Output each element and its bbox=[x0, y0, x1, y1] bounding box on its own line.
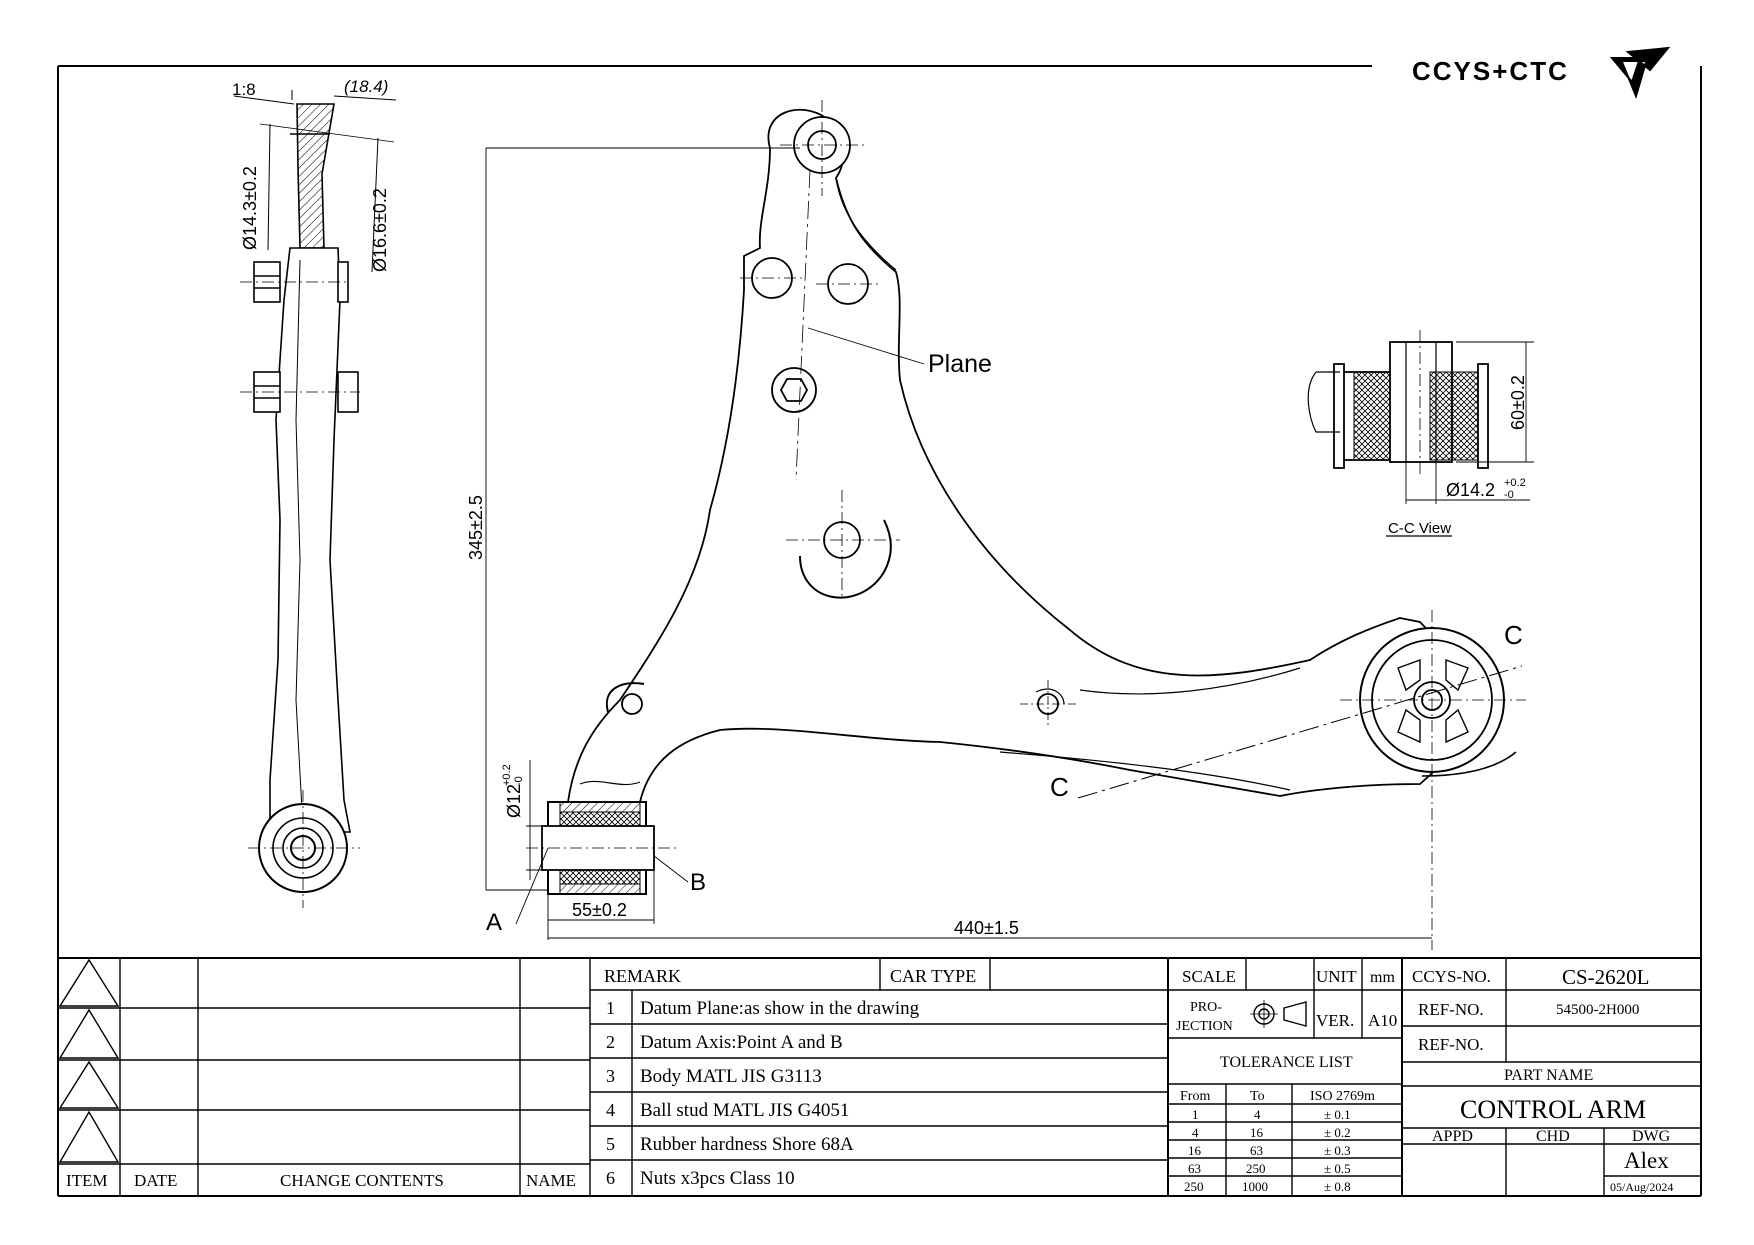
tol-header-from: From bbox=[1180, 1089, 1210, 1104]
remark-no: 3 bbox=[606, 1066, 615, 1086]
section-bore-tol-upper: +0.2 bbox=[1504, 477, 1526, 489]
remark-text: Datum Plane:as show in the drawing bbox=[640, 998, 920, 1019]
rev-header-date: DATE bbox=[134, 1171, 177, 1190]
projection-label-1: PRO- bbox=[1190, 1000, 1222, 1015]
height-dim-label: 345±2.5 bbox=[466, 495, 486, 560]
dwg-label: DWG bbox=[1632, 1128, 1671, 1145]
tol-value: ± 0.8 bbox=[1324, 1179, 1351, 1194]
taper-length-label: (18.4) bbox=[344, 77, 388, 96]
small-dia-label: Ø14.3±0.2 bbox=[240, 166, 260, 250]
taper-ratio-label: 1:8 bbox=[232, 80, 256, 99]
tol-header-iso: ISO 2769m bbox=[1310, 1089, 1375, 1104]
remark-text: Rubber hardness Shore 68A bbox=[640, 1134, 854, 1155]
tol-value: ± 0.3 bbox=[1324, 1143, 1351, 1158]
car-type-label: CAR TYPE bbox=[890, 966, 976, 986]
projection-label-2: JECTION bbox=[1176, 1019, 1233, 1034]
logo-text: CCYS+CTC bbox=[1412, 56, 1569, 86]
main-view bbox=[485, 100, 1526, 950]
tolerance-title: TOLERANCE LIST bbox=[1220, 1054, 1353, 1071]
part-name-value: CONTROL ARM bbox=[1460, 1095, 1646, 1124]
brand-logo: CCYS+CTC bbox=[1412, 46, 1671, 100]
drawing-date: 05/Aug/2024 bbox=[1610, 1180, 1673, 1194]
ver-value: A10 bbox=[1368, 1011, 1397, 1030]
tol-to: 1000 bbox=[1242, 1179, 1268, 1194]
section-bore-tol-lower: -0 bbox=[1504, 489, 1514, 501]
tol-from: 250 bbox=[1184, 1179, 1204, 1194]
rev-header-name: NAME bbox=[526, 1171, 576, 1190]
drawn-by: Alex bbox=[1624, 1148, 1669, 1173]
rev-header-change: CHANGE CONTENTS bbox=[280, 1171, 444, 1190]
ver-label: VER. bbox=[1316, 1011, 1354, 1030]
tol-header-to: To bbox=[1250, 1089, 1265, 1104]
tol-to: 63 bbox=[1250, 1143, 1263, 1158]
title-block-grid bbox=[58, 957, 1701, 1196]
remark-text: Ball stud MATL JIS G4051 bbox=[640, 1100, 849, 1121]
tol-from: 1 bbox=[1192, 1107, 1199, 1122]
side-view bbox=[233, 90, 397, 908]
datum-plane-label: Plane bbox=[928, 350, 992, 378]
remark-header: REMARK bbox=[604, 966, 681, 986]
tol-value: ± 0.5 bbox=[1324, 1161, 1351, 1176]
rev-header-item: ITEM bbox=[66, 1171, 108, 1190]
section-marker-c-lower: C bbox=[1050, 772, 1069, 802]
datum-point-b: B bbox=[690, 869, 706, 896]
bush-length-label: 55±0.2 bbox=[572, 900, 627, 920]
appd-label: APPD bbox=[1432, 1128, 1473, 1145]
ref-no-value-1: 54500-2H000 bbox=[1556, 1002, 1639, 1018]
remark-no: 5 bbox=[606, 1134, 615, 1154]
part-name-label: PART NAME bbox=[1504, 1067, 1593, 1084]
large-dia-label: Ø16.6±0.2 bbox=[370, 188, 390, 272]
logo-mark bbox=[1609, 46, 1671, 100]
datum-point-a: A bbox=[486, 909, 502, 936]
scale-label: SCALE bbox=[1182, 967, 1236, 986]
overall-length-label: 440±1.5 bbox=[954, 918, 1019, 938]
tol-from: 16 bbox=[1188, 1143, 1202, 1158]
remark-text: Datum Axis:Point A and B bbox=[640, 1032, 843, 1053]
remark-no: 4 bbox=[606, 1100, 615, 1120]
remark-no: 1 bbox=[606, 998, 615, 1018]
tol-to: 16 bbox=[1250, 1125, 1264, 1140]
unit-value: mm bbox=[1370, 969, 1395, 986]
bush-dia-tol-upper: +0.2 bbox=[501, 764, 513, 786]
section-bore-label: Ø14.2 bbox=[1446, 480, 1495, 500]
section-view-cc bbox=[1307, 330, 1534, 537]
bush-dia-label: Ø12 bbox=[504, 784, 524, 818]
ref-no-label-1: REF-NO. bbox=[1418, 1000, 1484, 1019]
section-marker-c-upper: C bbox=[1504, 620, 1523, 650]
tol-to: 4 bbox=[1254, 1107, 1261, 1122]
section-title: C-C View bbox=[1388, 520, 1451, 537]
remark-no: 2 bbox=[606, 1032, 615, 1052]
remark-no: 6 bbox=[606, 1168, 615, 1188]
tol-from: 63 bbox=[1188, 1161, 1201, 1176]
bush-dia-tol-lower: -0 bbox=[513, 776, 525, 786]
tol-from: 4 bbox=[1192, 1125, 1199, 1140]
tol-value: ± 0.1 bbox=[1324, 1107, 1351, 1122]
tol-value: ± 0.2 bbox=[1324, 1125, 1351, 1140]
tol-to: 250 bbox=[1246, 1161, 1266, 1176]
ccys-no-label: CCYS-NO. bbox=[1412, 967, 1491, 986]
ccys-no-value: CS-2620L bbox=[1562, 965, 1650, 989]
section-height-label: 60±0.2 bbox=[1508, 375, 1528, 430]
ref-no-label-2: REF-NO. bbox=[1418, 1035, 1484, 1054]
remark-text: Body MATL JIS G3113 bbox=[640, 1066, 822, 1087]
unit-label: UNIT bbox=[1316, 967, 1357, 986]
chd-label: CHD bbox=[1536, 1128, 1570, 1145]
remark-text: Nuts x3pcs Class 10 bbox=[640, 1168, 795, 1189]
